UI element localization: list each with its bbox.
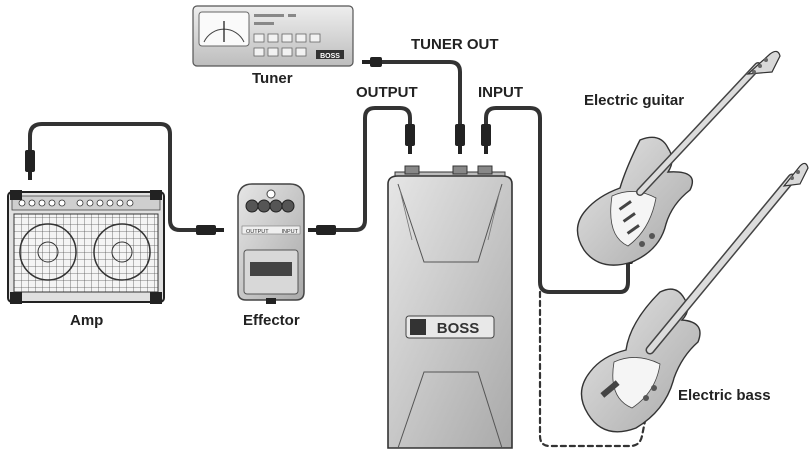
tuner-out-cable [378, 60, 462, 128]
tuner-device: BOSS [192, 5, 354, 67]
amp-label: Amp [70, 312, 104, 329]
effector-label: Effector [243, 312, 300, 329]
effector-output-label: OUTPUT [246, 229, 269, 235]
output-cable [328, 106, 412, 232]
electric-guitar [576, 50, 781, 266]
bass-cable [538, 290, 648, 448]
amp-cable [28, 122, 200, 232]
electric-bass [580, 162, 809, 433]
effector-device: OUTPUT INPUT [237, 183, 305, 304]
pedal-unit: BOSS [387, 165, 513, 449]
tuner-label: Tuner [252, 70, 293, 87]
pedal-brand: BOSS [437, 320, 480, 337]
cables [28, 60, 648, 448]
electric-guitar-label: Electric guitar [584, 92, 685, 109]
plugs [25, 57, 633, 264]
electric-bass-label: Electric bass [678, 387, 771, 404]
output-label: OUTPUT [356, 84, 418, 101]
guitar-cable [484, 106, 630, 294]
effector-input-label: INPUT [282, 229, 299, 235]
amp-device [7, 190, 165, 304]
input-label: INPUT [478, 84, 523, 101]
tuner-brand: BOSS [320, 53, 340, 60]
tuner-out-label: TUNER OUT [411, 36, 499, 53]
